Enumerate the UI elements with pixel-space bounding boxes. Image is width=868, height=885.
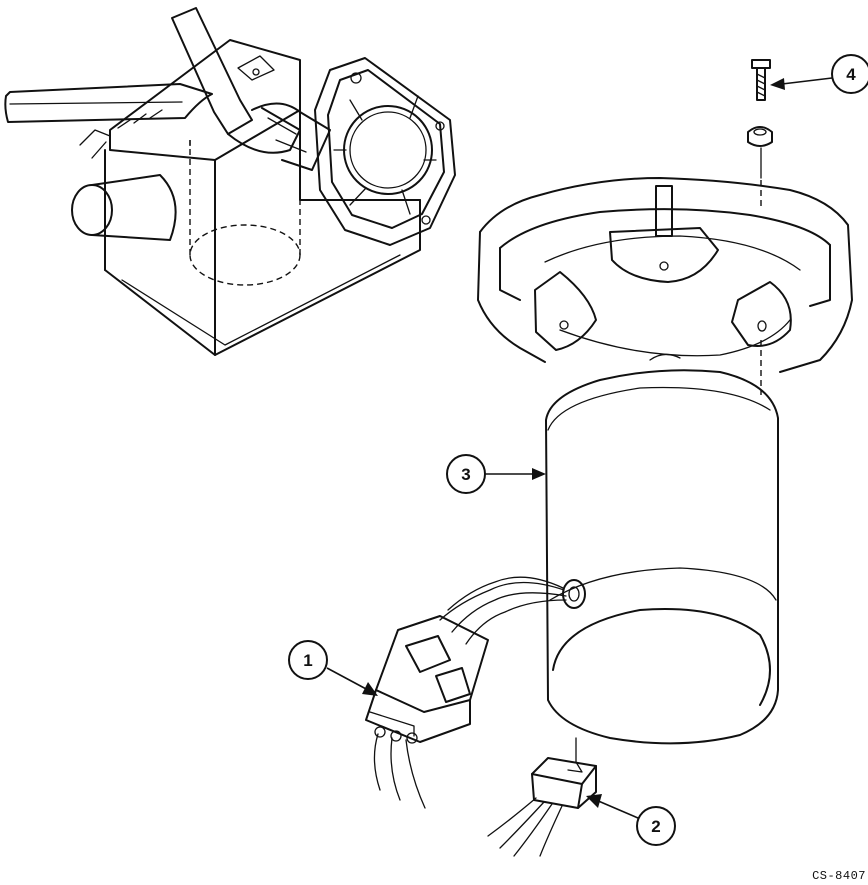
svg-text:4: 4	[846, 65, 856, 84]
plug-part	[488, 738, 596, 856]
svg-text:2: 2	[651, 817, 660, 836]
mounting-pan	[478, 178, 852, 395]
callout-1: 1	[289, 641, 378, 696]
svg-text:1: 1	[303, 651, 312, 670]
screw-part	[748, 60, 772, 178]
svg-text:3: 3	[461, 465, 470, 484]
callout-4: 4	[770, 55, 868, 93]
callout-3: 3	[447, 455, 546, 493]
connector-part	[366, 616, 488, 808]
figure-code: CS-8407	[812, 869, 866, 883]
motor-part	[546, 370, 778, 743]
blower-housing-assembly	[5, 8, 455, 355]
callout-2: 2	[586, 794, 675, 845]
